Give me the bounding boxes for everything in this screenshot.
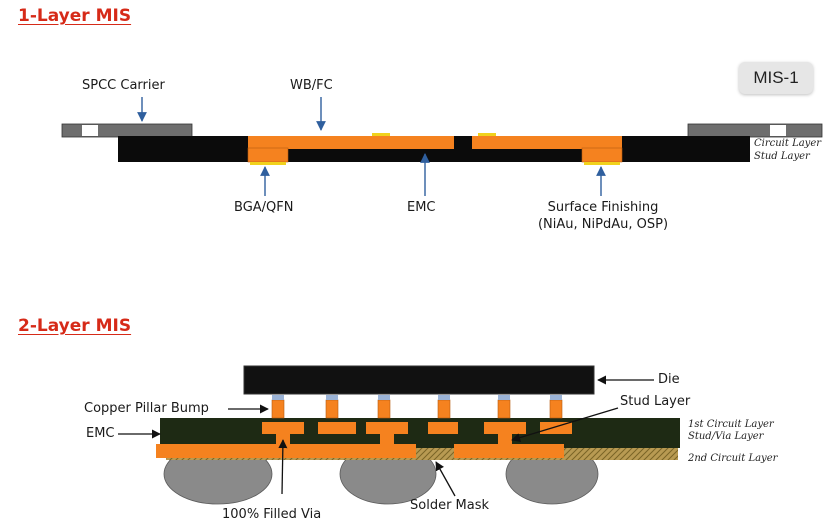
first-circuit-layer: [262, 422, 572, 434]
one-layer-title: 1-Layer MIS: [18, 6, 132, 26]
pillar-caps: [272, 395, 562, 400]
label-circuit-layer: Circuit Layer: [754, 138, 822, 149]
second-circuit-layer: [156, 444, 564, 458]
label-surface-finishing-detail: (NiAu, NiPdAu, OSP): [537, 217, 669, 232]
copper-pillar-bumps: [271, 399, 563, 419]
label-solder-mask: Solder Mask: [410, 498, 490, 513]
label-filled-via: 100% Filled Via: [222, 507, 322, 522]
emc-body-2layer: [160, 418, 680, 448]
spcc-carrier-left: [61, 123, 193, 138]
label-emc-1layer: EMC: [407, 200, 436, 215]
arrows-2layer: [118, 375, 654, 497]
surface-finish-pads: [250, 133, 620, 165]
label-wb-fc: WB/FC: [290, 78, 333, 93]
spcc-carrier-right: [687, 123, 823, 138]
label-bga-qfn: BGA/QFN: [234, 200, 294, 215]
label-first-circuit-layer: 1st Circuit Layer: [688, 419, 774, 430]
label-surface-finishing: Surface Finishing: [547, 200, 659, 215]
label-stud-via-layer: Stud/Via Layer: [688, 431, 764, 442]
two-layer-title: 2-Layer MIS: [18, 316, 132, 336]
label-die: Die: [658, 372, 680, 387]
label-emc-2layer: EMC: [86, 426, 115, 441]
label-stud-layer-1layer: Stud Layer: [754, 151, 810, 162]
die-block: [243, 365, 595, 395]
label-stud-layer-2layer: Stud Layer: [620, 394, 691, 409]
label-second-circuit-layer: 2nd Circuit Layer: [688, 453, 778, 464]
label-copper-pillar-bump: Copper Pillar Bump: [84, 401, 209, 416]
circuit-layer-1layer: [247, 136, 623, 163]
label-spcc-carrier: SPCC Carrier: [82, 78, 165, 93]
arrows-1layer: [137, 97, 606, 196]
mis-badge: MIS-1: [739, 62, 813, 94]
